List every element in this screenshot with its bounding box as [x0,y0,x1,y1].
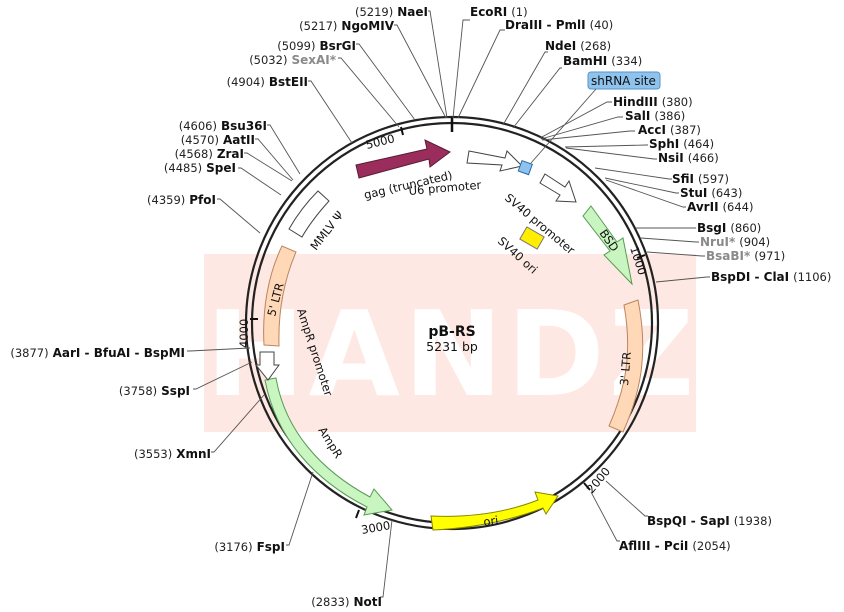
leader-acci [541,130,635,141]
tick-3000 [355,509,360,519]
enzyme-label-avrii: AvrII(644) [687,200,753,214]
tick-label-3000: 3000 [360,518,391,537]
leader-bspqi [605,480,648,517]
leader-bsrgi [356,43,416,121]
feature-u6-label: U6 promoter [408,178,482,198]
leader-noti [380,519,393,598]
leader-afliii [590,491,620,542]
feature-u6-arrow [466,150,523,172]
leader-bspdi [655,276,710,283]
feature-gag-arrow [355,139,451,179]
leader-sfii [594,167,672,180]
feature-sv40p-arrow [539,173,577,203]
leader-xmni [211,394,265,453]
enzyme-labels: EcoRI(1) DraIII - PmlI(40) NdeI(268) Bam… [10,5,831,609]
enzyme-label-bspdi: BspDI - ClaI(1106) [711,270,831,284]
tick-label-5000: 5000 [364,131,396,152]
leader-sphi [564,144,648,148]
watermark-box [204,254,696,432]
enzyme-label-bspqi: BspQI - SapI(1938) [647,514,772,528]
feature-shrna-box [517,159,533,176]
enzyme-label-sspi: (3758)SspI [119,384,190,398]
enzyme-label-bamhi: BamHI(334) [563,54,642,68]
enzyme-label-hindiii: HindIII(380) [613,95,693,109]
leader-sali [540,116,623,140]
enzyme-label-ndei: NdeI(268) [545,39,611,53]
shrna-site-badge [587,71,661,90]
feature-ampr-arrow [264,377,393,516]
leader-aari [187,347,251,352]
leader-bamhi [512,67,562,129]
enzyme-label-afliii: AflIII - PciI(2054) [619,539,731,553]
enzyme-label-pfoi: (4359)PfoI [147,193,216,207]
enzyme-label-noti: (2833)NotI [311,595,382,609]
feature-bsd-arrow [582,205,633,286]
leader-ngomiv [394,24,447,119]
enzyme-label-xmni: (3553)XmnI [134,447,211,461]
enzyme-label-spei: (4485)SpeI [164,161,236,175]
leader-sspi [193,361,253,390]
enzyme-label-naei: (5219)NaeI [355,5,428,19]
feature-ltr3-block [608,299,644,433]
enzyme-leaders [187,10,710,598]
feature-sv40ori-box [519,226,545,250]
enzyme-label-acci: AccI(387) [638,123,701,137]
enzyme-label-bsu36i: (4606)Bsu36I [179,119,267,133]
feature-ltr3-label: 3' LTR [617,351,634,386]
tick-1000 [636,254,646,259]
enzyme-label-bsgi: BsgI(860) [697,221,761,235]
leader-ndei [502,51,548,126]
leader-nrui [640,237,699,243]
leader-bsabi [646,251,705,257]
enzyme-label-zrai: (4568)ZraI [175,147,244,161]
enzyme-label-fspi: (3176)FspI [214,540,285,554]
feature-ori-arrow [430,491,559,531]
feature-amprp-arrow [254,351,280,381]
shrna-site-leader [530,88,597,164]
shrna-site-text: shRNA site [591,74,656,88]
leader-avrii [605,179,686,208]
enzyme-label-bsabi: BsaBI*(971) [706,249,785,263]
leader-sexai [338,57,400,128]
enzyme-label-sfii: SfiI(597) [672,172,729,186]
tick-5000 [400,126,404,136]
leader-ecori [452,19,470,119]
enzyme-label-sexai: (5032)SexAI* [249,53,337,67]
leader-zrai [244,152,293,182]
leader-draiii [457,29,505,119]
plasmid-name: pB-RS [428,324,475,340]
tick-2000 [583,482,591,491]
tick-label-4000: 4000 [237,319,251,348]
feature-ltr5-block [263,245,297,347]
leader-pfoi [217,198,261,234]
leader-stui [604,177,679,194]
enzyme-label-bsrgi: (5099)BsrGI [277,39,356,53]
leader-bsu36i [267,124,301,175]
leader-bsteii [308,80,353,144]
enzyme-label-bsteii: (4904)BstEII [227,75,308,89]
enzyme-label-nrui: NruI*(904) [700,235,770,249]
leader-spei [238,167,282,196]
enzyme-label-sphi: SphI(464) [649,137,714,151]
feature-mmlv-block [288,190,330,238]
watermark-text: HANDZ [206,285,698,423]
feature-ori-label: ori [482,513,499,529]
enzyme-label-ecori: EcoRI(1) [470,5,528,19]
plasmid-size: 5231 bp [426,339,478,354]
enzyme-label-draiii: DraIII - PmlI(40) [505,18,613,32]
enzyme-label-aari: (3877)AarI - BfuAI - BspMI [10,346,185,360]
leader-aatii [255,138,294,181]
enzyme-label-aatii: (4570)AatII [181,133,255,147]
enzyme-label-sali: SalI(386) [625,109,685,123]
leader-nsii [565,147,657,160]
leader-fspi [286,471,314,546]
enzyme-label-stui: StuI(643) [680,186,742,200]
enzyme-label-nsii: NsiI(466) [658,151,719,165]
enzyme-label-ngomiv: (5217)NgoMIV [299,19,395,33]
leader-hindiii [539,101,612,139]
leader-naei [428,10,448,119]
